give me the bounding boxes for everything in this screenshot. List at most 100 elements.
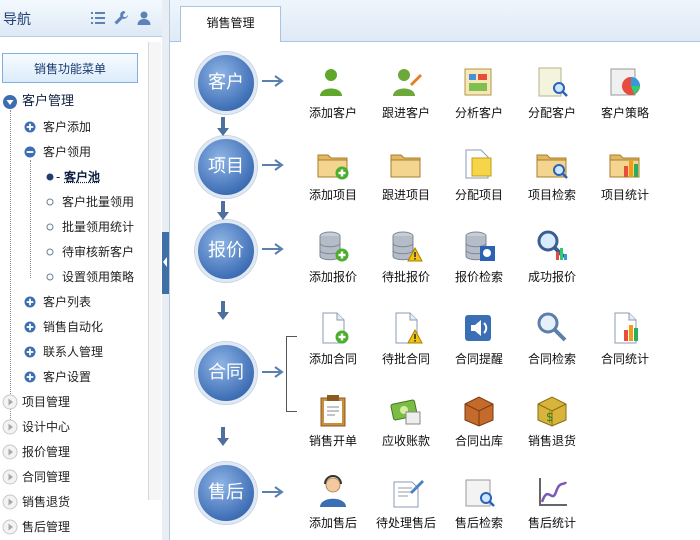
add-contract-button[interactable]: 添加合同 [298,310,368,367]
assign-project-button[interactable]: 分配项目 [444,146,514,203]
sidebar-item-quote-management[interactable]: 报价管理 [0,442,146,462]
list-icon[interactable] [90,10,106,26]
sidebar-item-contact-management[interactable]: 联系人管理 [0,342,146,362]
sidebar-item-label: 客户管理 [22,94,75,109]
sidebar-item-aftersale-management[interactable]: 售后管理 [0,517,146,537]
arrow-down-icon [217,201,229,220]
sidebar-item-customer-claim[interactable]: 客户领用 [0,142,146,162]
aftersale-stats-button[interactable]: 售后统计 [517,474,587,531]
sidebar-item-customer-management[interactable]: 客户管理 [0,92,146,112]
leaf-node-circle-icon [46,248,54,256]
stage-contract[interactable]: 合同 [195,342,257,404]
sidebar-item-project-management[interactable]: 项目管理 [0,392,146,412]
search-aftersale-button[interactable]: 售后检索 [444,474,514,531]
search-contract-icon [534,310,570,346]
sales-return-button[interactable]: $销售退货 [517,392,587,449]
contract-reminder-button[interactable]: 合同提醒 [444,310,514,367]
collapsed-node-icon[interactable] [2,494,18,510]
sidebar-item-label: 销售自动化 [43,320,104,334]
assign-project-icon [461,146,497,182]
contract-reminder-icon [461,310,497,346]
sidebar-item-pending-review-customers[interactable]: 待审核新客户 [0,242,146,262]
user-icon[interactable] [136,10,152,26]
receivables-button[interactable]: 应收账款 [371,392,441,449]
collapsed-node-icon[interactable] [2,469,18,485]
item-label: 客户策略 [600,106,649,120]
contract-outbound-button[interactable]: 合同出库 [444,392,514,449]
sales-order-button[interactable]: 销售开单 [298,392,368,449]
sidebar-item-customer-list[interactable]: 客户列表 [0,292,146,312]
add-customer-button[interactable]: 添加客户 [298,64,368,121]
item-label: 销售开单 [308,434,357,448]
project-stats-button[interactable]: 项目统计 [590,146,660,203]
sales-menu-title[interactable]: 销售功能菜单 [2,53,138,83]
sidebar-item-sales-returns[interactable]: 销售退货 [0,492,146,512]
expand-plus-icon[interactable] [24,296,36,308]
followup-project-button[interactable]: 跟进项目 [371,146,441,203]
tab-sales-management[interactable]: 销售管理 [180,6,281,42]
stage-project[interactable]: 项目 [195,136,257,198]
expand-plus-icon[interactable] [24,371,36,383]
current-node-bullet-icon [46,173,54,181]
pending-quote-button[interactable]: 待批报价 [371,228,441,285]
item-label: 报价检索 [454,270,503,284]
pending-contract-button[interactable]: 待批合同 [371,310,441,367]
collapsed-node-icon[interactable] [2,519,18,535]
wrench-icon[interactable] [113,10,129,26]
collapsed-node-icon[interactable] [2,394,18,410]
analyze-customer-button[interactable]: 分析客户 [444,64,514,121]
item-label: 项目检索 [527,188,576,202]
sidebar-item-label: 联系人管理 [43,345,104,359]
successful-quote-button[interactable]: 成功报价 [517,228,587,285]
add-project-button[interactable]: 添加项目 [298,146,368,203]
expand-plus-icon[interactable] [24,346,36,358]
search-project-button[interactable]: 项目检索 [517,146,587,203]
sidebar-scrollbar[interactable] [148,42,161,500]
search-contract-button[interactable]: 合同检索 [517,310,587,367]
add-quote-button[interactable]: 添加报价 [298,228,368,285]
sidebar-item-customer-add[interactable]: 客户添加 [0,117,146,137]
sidebar-item-sales-automation[interactable]: 销售自动化 [0,317,146,337]
arrow-right-icon [262,366,284,378]
item-label: 项目统计 [600,188,649,202]
sidebar-item-label: 客户池 [64,170,101,184]
sidebar-item-contract-management[interactable]: 合同管理 [0,467,146,487]
sidebar-item-label: 售后管理 [22,520,71,534]
stage-customer[interactable]: 客户 [195,52,257,114]
leaf-node-circle-icon [46,273,54,281]
contract-outbound-icon [461,392,497,428]
tree-guide-line [10,110,11,428]
item-label: 合同提醒 [454,352,503,366]
sidebar-item-customer-pool[interactable]: -客户池 [0,167,146,187]
sidebar-item-batch-claim-stats[interactable]: 批量领用统计 [0,217,146,237]
assign-customer-button[interactable]: 分配客户 [517,64,587,121]
contract-stats-button[interactable]: 合同统计 [590,310,660,367]
sidebar-item-customer-batch-claim[interactable]: 客户批量领用 [0,192,146,212]
sales-return-icon: $ [534,392,570,428]
arrow-down-icon [217,117,229,136]
pending-aftersale-icon [388,474,424,510]
item-label: 合同出库 [454,434,503,448]
collapsed-node-icon[interactable] [2,419,18,435]
followup-customer-button[interactable]: 跟进客户 [371,64,441,121]
sidebar-item-label: 客户批量领用 [62,195,135,209]
expanded-node-icon[interactable] [2,94,18,110]
stage-aftersale[interactable]: 售后 [195,462,257,524]
customer-strategy-button[interactable]: 客户策略 [590,64,660,121]
collapse-minus-icon[interactable] [24,146,36,158]
successful-quote-icon [534,228,570,264]
collapsed-node-icon[interactable] [2,444,18,460]
add-quote-icon [315,228,351,264]
pending-aftersale-button[interactable]: 待处理售后 [371,474,441,531]
expand-plus-icon[interactable] [24,121,36,133]
sidebar-item-label: 待审核新客户 [62,245,135,259]
expand-plus-icon[interactable] [24,321,36,333]
sidebar-item-design-center[interactable]: 设计中心 [0,417,146,437]
stage-quote[interactable]: 报价 [195,220,257,282]
sidebar-item-claim-policy-settings[interactable]: 设置领用策略 [0,267,146,287]
item-label: 添加合同 [308,352,357,366]
sidebar-item-customer-settings[interactable]: 客户设置 [0,367,146,387]
item-label: 添加客户 [308,106,357,120]
search-quote-button[interactable]: 报价检索 [444,228,514,285]
add-aftersale-button[interactable]: 添加售后 [298,474,368,531]
